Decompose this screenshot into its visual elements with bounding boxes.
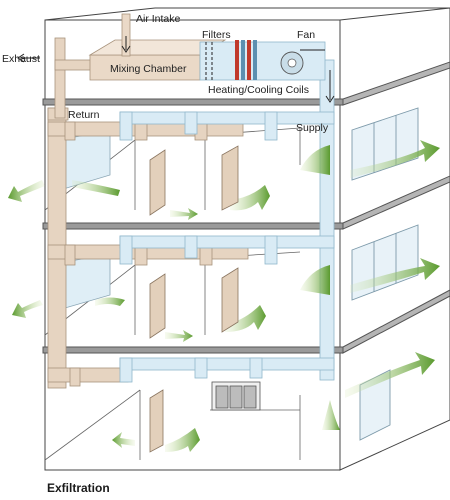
air-handler	[88, 13, 326, 81]
label-air-intake: Air Intake	[136, 13, 181, 25]
caption: Exfiltration	[47, 481, 110, 495]
elevator	[211, 381, 261, 411]
label-exhaust: Exhaust	[2, 53, 40, 65]
supply-duct	[119, 59, 335, 383]
return-duct	[47, 37, 249, 389]
exfiltration-arrows-left	[8, 180, 135, 448]
label-return: Return	[68, 109, 100, 121]
label-filters: Filters	[202, 29, 231, 41]
duct-flow-arrows	[17, 36, 335, 103]
label-heating-cooling-coils: Heating/Cooling Coils	[208, 84, 309, 96]
label-supply: Supply	[296, 122, 329, 134]
interior-windows	[59, 129, 111, 309]
label-mixing-chamber: Mixing Chamber	[110, 63, 187, 75]
label-fan: Fan	[297, 29, 315, 41]
doors	[149, 145, 239, 453]
airflow-arrows	[72, 140, 440, 452]
floor-slabs	[42, 61, 450, 354]
